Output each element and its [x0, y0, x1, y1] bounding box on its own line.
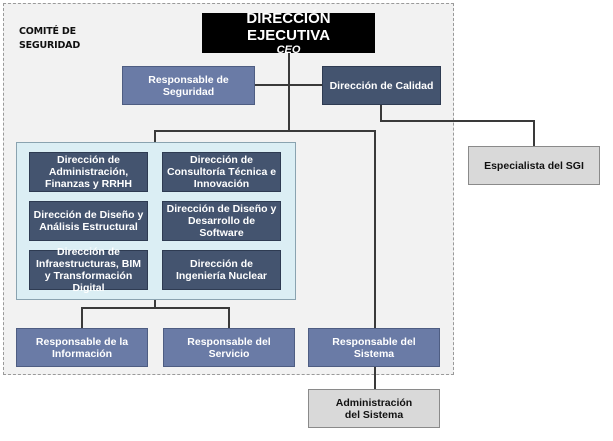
connector-to-system-admin — [374, 367, 376, 389]
connector-to-system-owner — [374, 130, 376, 328]
connector-to-service-owner — [228, 307, 230, 328]
ceo-box: DIRECCIÓN EJECUTIVA CEO — [202, 9, 375, 56]
system-admin-box: Administración del Sistema — [308, 389, 440, 428]
ceo-subtitle: CEO — [276, 43, 301, 56]
system-owner-box: Responsable del Sistema — [308, 328, 440, 367]
connector-branch-horizontal — [154, 130, 376, 132]
security-owner-box: Responsable de Seguridad — [122, 66, 255, 105]
connector-quality-horizontal — [380, 120, 535, 122]
connector-to-sgi — [533, 120, 535, 146]
connector-ceo-down — [288, 53, 290, 132]
committee-label: COMITÉ DE SEGURIDAD — [19, 26, 81, 51]
connector-container-down — [154, 300, 156, 308]
connector-staff-horizontal — [255, 84, 322, 86]
sgi-specialist-box: Especialista del SGI — [468, 146, 600, 185]
directorate-software-design: Dirección de Diseño y Desarrollo de Soft… — [162, 201, 281, 241]
ceo-title: DIRECCIÓN EJECUTIVA — [246, 9, 331, 44]
service-owner-box: Responsable del Servicio — [163, 328, 295, 367]
information-owner-box: Responsable de la Información — [16, 328, 148, 367]
connector-to-info-owner — [81, 307, 83, 328]
directorate-nuclear-engineering: Dirección de Ingeniería Nuclear — [162, 250, 281, 290]
directorate-admin-finance-hr: Dirección de Administración, Finanzas y … — [29, 152, 148, 192]
directorate-structural-design: Dirección de Diseño y Análisis Estructur… — [29, 201, 148, 241]
directorate-infrastructure-bim: Dirección de Infraestructuras, BIM y Tra… — [29, 246, 148, 294]
connector-to-container — [154, 130, 156, 142]
directorate-consulting-innovation: Dirección de Consultoría Técnica e Innov… — [162, 152, 281, 192]
quality-direction-box: Dirección de Calidad — [322, 66, 441, 105]
connector-bottom-horizontal — [81, 307, 230, 309]
connector-quality-down — [380, 105, 382, 122]
